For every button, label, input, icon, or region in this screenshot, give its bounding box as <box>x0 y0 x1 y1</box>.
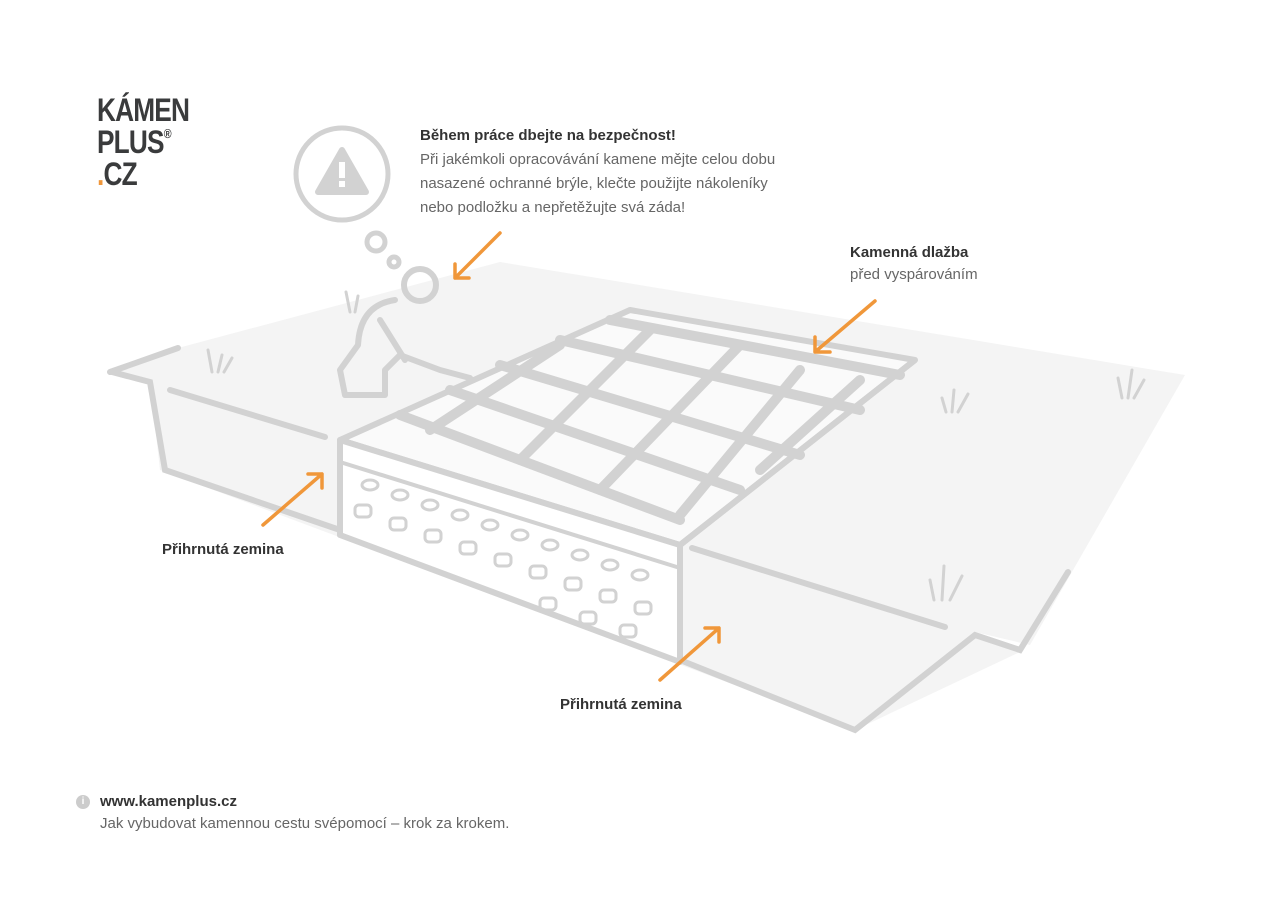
logo-line3: CZ <box>103 156 137 192</box>
logo-line2: PLUS <box>97 124 165 160</box>
safety-note-line: nasazené ochranné brýle, klečte použijte… <box>420 175 768 192</box>
kneeling-worker-icon <box>337 266 473 398</box>
footer-url[interactable]: www.kamenplus.cz <box>100 793 237 810</box>
safety-note-title: Během práce dbejte na bezpečnost! <box>420 127 676 144</box>
pointer-arrows <box>261 231 877 682</box>
arrow-soil-left <box>261 472 324 527</box>
paving-label-title: Kamenná dlažba <box>850 244 969 261</box>
logo-dot: . <box>97 156 104 192</box>
footer: www.kamenplus.cz Jak vybudovat kamennou … <box>100 792 509 836</box>
grass-icons <box>206 290 1146 602</box>
paving-joints <box>395 315 905 525</box>
logo-registered: ® <box>163 126 172 141</box>
soil-bottom-label: Přihrnutá zemina <box>560 696 682 713</box>
soil-left-label: Přihrnutá zemina <box>162 541 284 558</box>
brand-logo: KÁMEN PLUS® .CZ <box>97 92 190 192</box>
warning-icon <box>315 147 369 195</box>
gravel-layer <box>353 478 653 639</box>
paving-label-subtitle: před vyspárováním <box>850 266 978 283</box>
info-icon: i <box>76 795 90 809</box>
safety-note-line: nebo podložku a nepřetěžujte svá záda! <box>420 199 686 216</box>
footer-subtitle: Jak vybudovat kamennou cestu svépomocí –… <box>100 815 510 832</box>
safety-note-line: Při jakémkoli opracovávání kamene mějte … <box>420 151 776 168</box>
logo-line1: KÁMEN <box>97 92 190 128</box>
arrow-safety <box>453 231 502 280</box>
paving-label: Kamenná dlažba před vyspárováním <box>850 243 978 287</box>
safety-note: Během práce dbejte na bezpečnost! Při ja… <box>420 126 820 220</box>
paving-block <box>337 307 918 665</box>
arrow-paving <box>813 299 877 354</box>
thought-bubble-icon <box>293 125 402 270</box>
safety-note-body: Při jakémkoli opracovávání kamene mějte … <box>420 148 820 220</box>
arrow-soil-bottom <box>658 626 721 682</box>
